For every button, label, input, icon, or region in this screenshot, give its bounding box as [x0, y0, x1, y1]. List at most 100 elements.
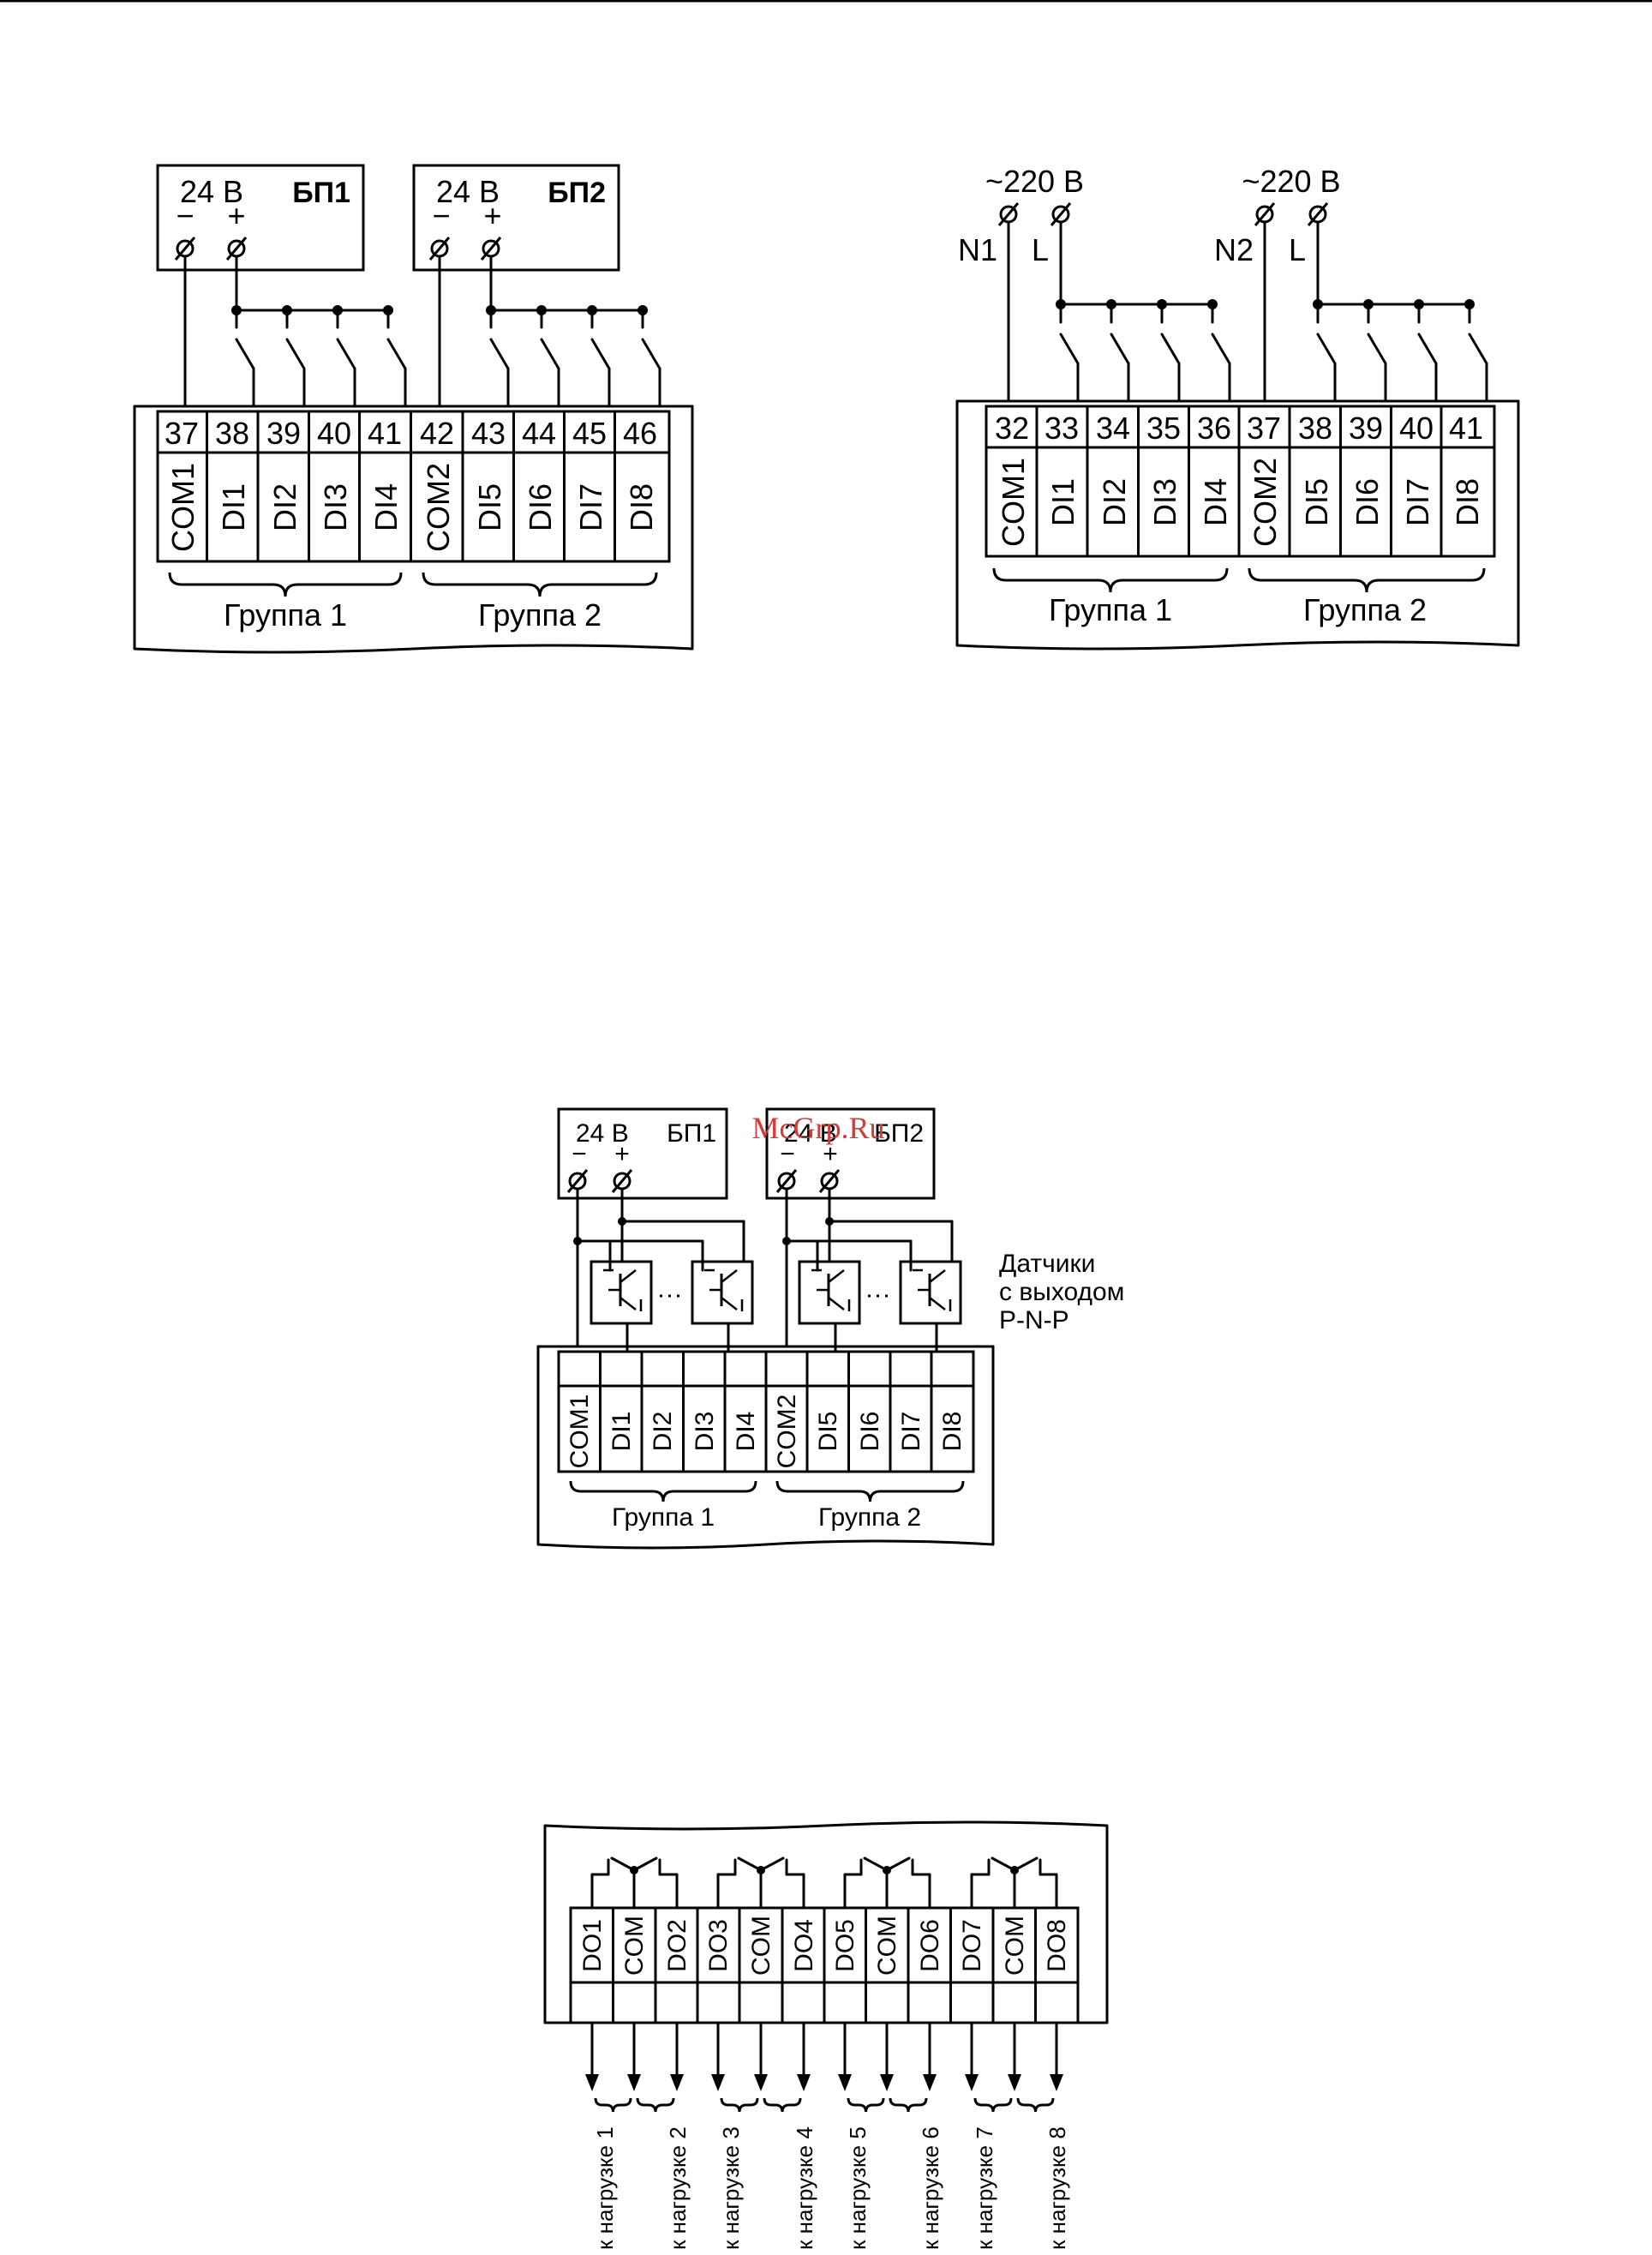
switch-contact-icon	[1160, 333, 1181, 365]
arrow-down-icon	[585, 2074, 599, 2091]
terminal-signal-label: COM	[873, 1916, 901, 1976]
load-brace	[720, 2097, 759, 2113]
psu-voltage: 24 В	[576, 1119, 629, 1148]
terminal-signal-label: COM	[620, 1916, 649, 1976]
terminal-number: 41	[368, 416, 402, 451]
arrow-down-icon	[754, 2074, 768, 2091]
line-label: L	[1032, 232, 1049, 267]
terminal-number: 39	[1349, 411, 1383, 446]
terminal-number: 41	[1449, 411, 1483, 446]
pnp-sensor-icon	[899, 1260, 962, 1325]
diagram-dry-contacts-24v: 37COM138DI139DI240DI341DI442COM243DI544D…	[133, 164, 694, 654]
sensor-label-line-3: Р-N-Р	[999, 1306, 1069, 1334]
arrow-down-icon	[880, 2074, 894, 2091]
load-label: к нагрузке 5	[845, 2126, 871, 2250]
torn-edge	[956, 640, 1519, 651]
arrow-down-icon	[711, 2074, 725, 2091]
switch-contact-icon	[540, 338, 560, 370]
psu-plus-sign: +	[483, 198, 501, 233]
load-brace	[763, 2097, 802, 2113]
terminal-signal-label: DI3	[318, 483, 353, 531]
terminal-number: 39	[266, 416, 301, 451]
psu-name: БП1	[292, 177, 350, 209]
group-brace	[168, 572, 403, 597]
terminal-signal-label: DI2	[1097, 478, 1132, 526]
load-label: к нагрузке 3	[718, 2126, 744, 2250]
pnp-sensor-icon	[590, 1260, 653, 1325]
line-label: L	[1289, 232, 1306, 267]
relay-contact-icon	[885, 1856, 911, 1872]
load-brace	[636, 2097, 675, 2113]
psu-voltage: 24 В	[436, 174, 500, 209]
terminal-signal-label: COM2	[421, 463, 456, 552]
load-brace	[973, 2097, 1013, 2113]
switch-contact-icon	[386, 338, 407, 370]
junction-dot	[573, 1237, 582, 1245]
psu-name: БП1	[667, 1119, 716, 1148]
switch-contact-icon	[1059, 333, 1080, 365]
group-brace	[422, 572, 658, 597]
terminal-signal-label: COM1	[566, 1394, 594, 1469]
terminal-number: 38	[215, 416, 249, 451]
arrow-down-icon	[838, 2074, 852, 2091]
load-label: к нагрузке 2	[665, 2126, 691, 2250]
terminal-signal-label: COM1	[996, 458, 1031, 547]
terminal-signal-label: DO4	[790, 1919, 818, 1972]
group-1-label: Группа 1	[1049, 592, 1172, 627]
terminal-number: 34	[1096, 411, 1130, 446]
arrow-down-icon	[797, 2074, 811, 2091]
terminal-signal-label: DO7	[958, 1919, 986, 1972]
group-2-label: Группа 2	[1303, 592, 1427, 627]
neutral-label: N1	[958, 232, 997, 267]
psu-plus-sign: +	[823, 1140, 838, 1168]
psu-voltage: 24 В	[784, 1119, 837, 1148]
relay-contact-icon	[863, 1856, 889, 1872]
terminal-signal-label: DI3	[691, 1412, 719, 1452]
switch-contact-icon	[1367, 333, 1387, 365]
psu-box	[765, 1107, 936, 1200]
terminal-signal-label: DI4	[732, 1412, 760, 1452]
terminal-signal-label: DO2	[663, 1919, 691, 1972]
terminal-signal-label: DI7	[573, 483, 608, 531]
torn-edge	[537, 1539, 994, 1550]
terminal-signal-label: COM	[1001, 1916, 1029, 1976]
load-label: к нагрузке 1	[592, 2126, 618, 2250]
psu-name: БП2	[874, 1119, 924, 1148]
terminal-signal-label: DO1	[578, 1919, 607, 1972]
terminal-signal-label: COM	[747, 1916, 775, 1976]
load-brace	[889, 2097, 928, 2113]
psu-box	[412, 164, 620, 272]
load-label: к нагрузке 7	[972, 2126, 997, 2250]
psu-minus-sign: −	[432, 198, 450, 233]
terminal-strip	[156, 410, 671, 563]
load-brace	[594, 2097, 632, 2113]
relay-contact-icon	[737, 1856, 763, 1872]
terminal-number: 43	[471, 416, 506, 451]
group-2-label: Группа 2	[818, 1503, 921, 1532]
switch-contact-icon	[590, 338, 611, 370]
terminal-signal-label: DI6	[856, 1412, 884, 1452]
terminal-signal-label: DI7	[1400, 478, 1435, 526]
psu-voltage: 24 В	[180, 174, 243, 209]
arrow-down-icon	[1050, 2074, 1063, 2091]
mains-voltage: ~220 В	[985, 164, 1084, 199]
psu-plus-sign: +	[614, 1140, 630, 1168]
terminal-number: 44	[522, 416, 556, 451]
psu-plus-sign: +	[227, 198, 245, 233]
terminal-signal-label: DI5	[1299, 478, 1334, 526]
torn-edge	[134, 644, 693, 654]
terminal-signal-label: DO6	[916, 1919, 944, 1972]
group-1-label: Группа 1	[224, 597, 347, 633]
terminal-signal-label: COM2	[1248, 458, 1283, 547]
junction-dot	[782, 1237, 791, 1245]
arrow-down-icon	[627, 2074, 641, 2091]
load-brace	[847, 2097, 885, 2113]
psu-minus-sign: −	[176, 198, 194, 233]
load-label: к нагрузке 8	[1044, 2126, 1070, 2250]
switch-contact-icon	[285, 338, 306, 370]
psu-box	[557, 1107, 728, 1200]
group-1-label: Группа 1	[612, 1503, 715, 1532]
